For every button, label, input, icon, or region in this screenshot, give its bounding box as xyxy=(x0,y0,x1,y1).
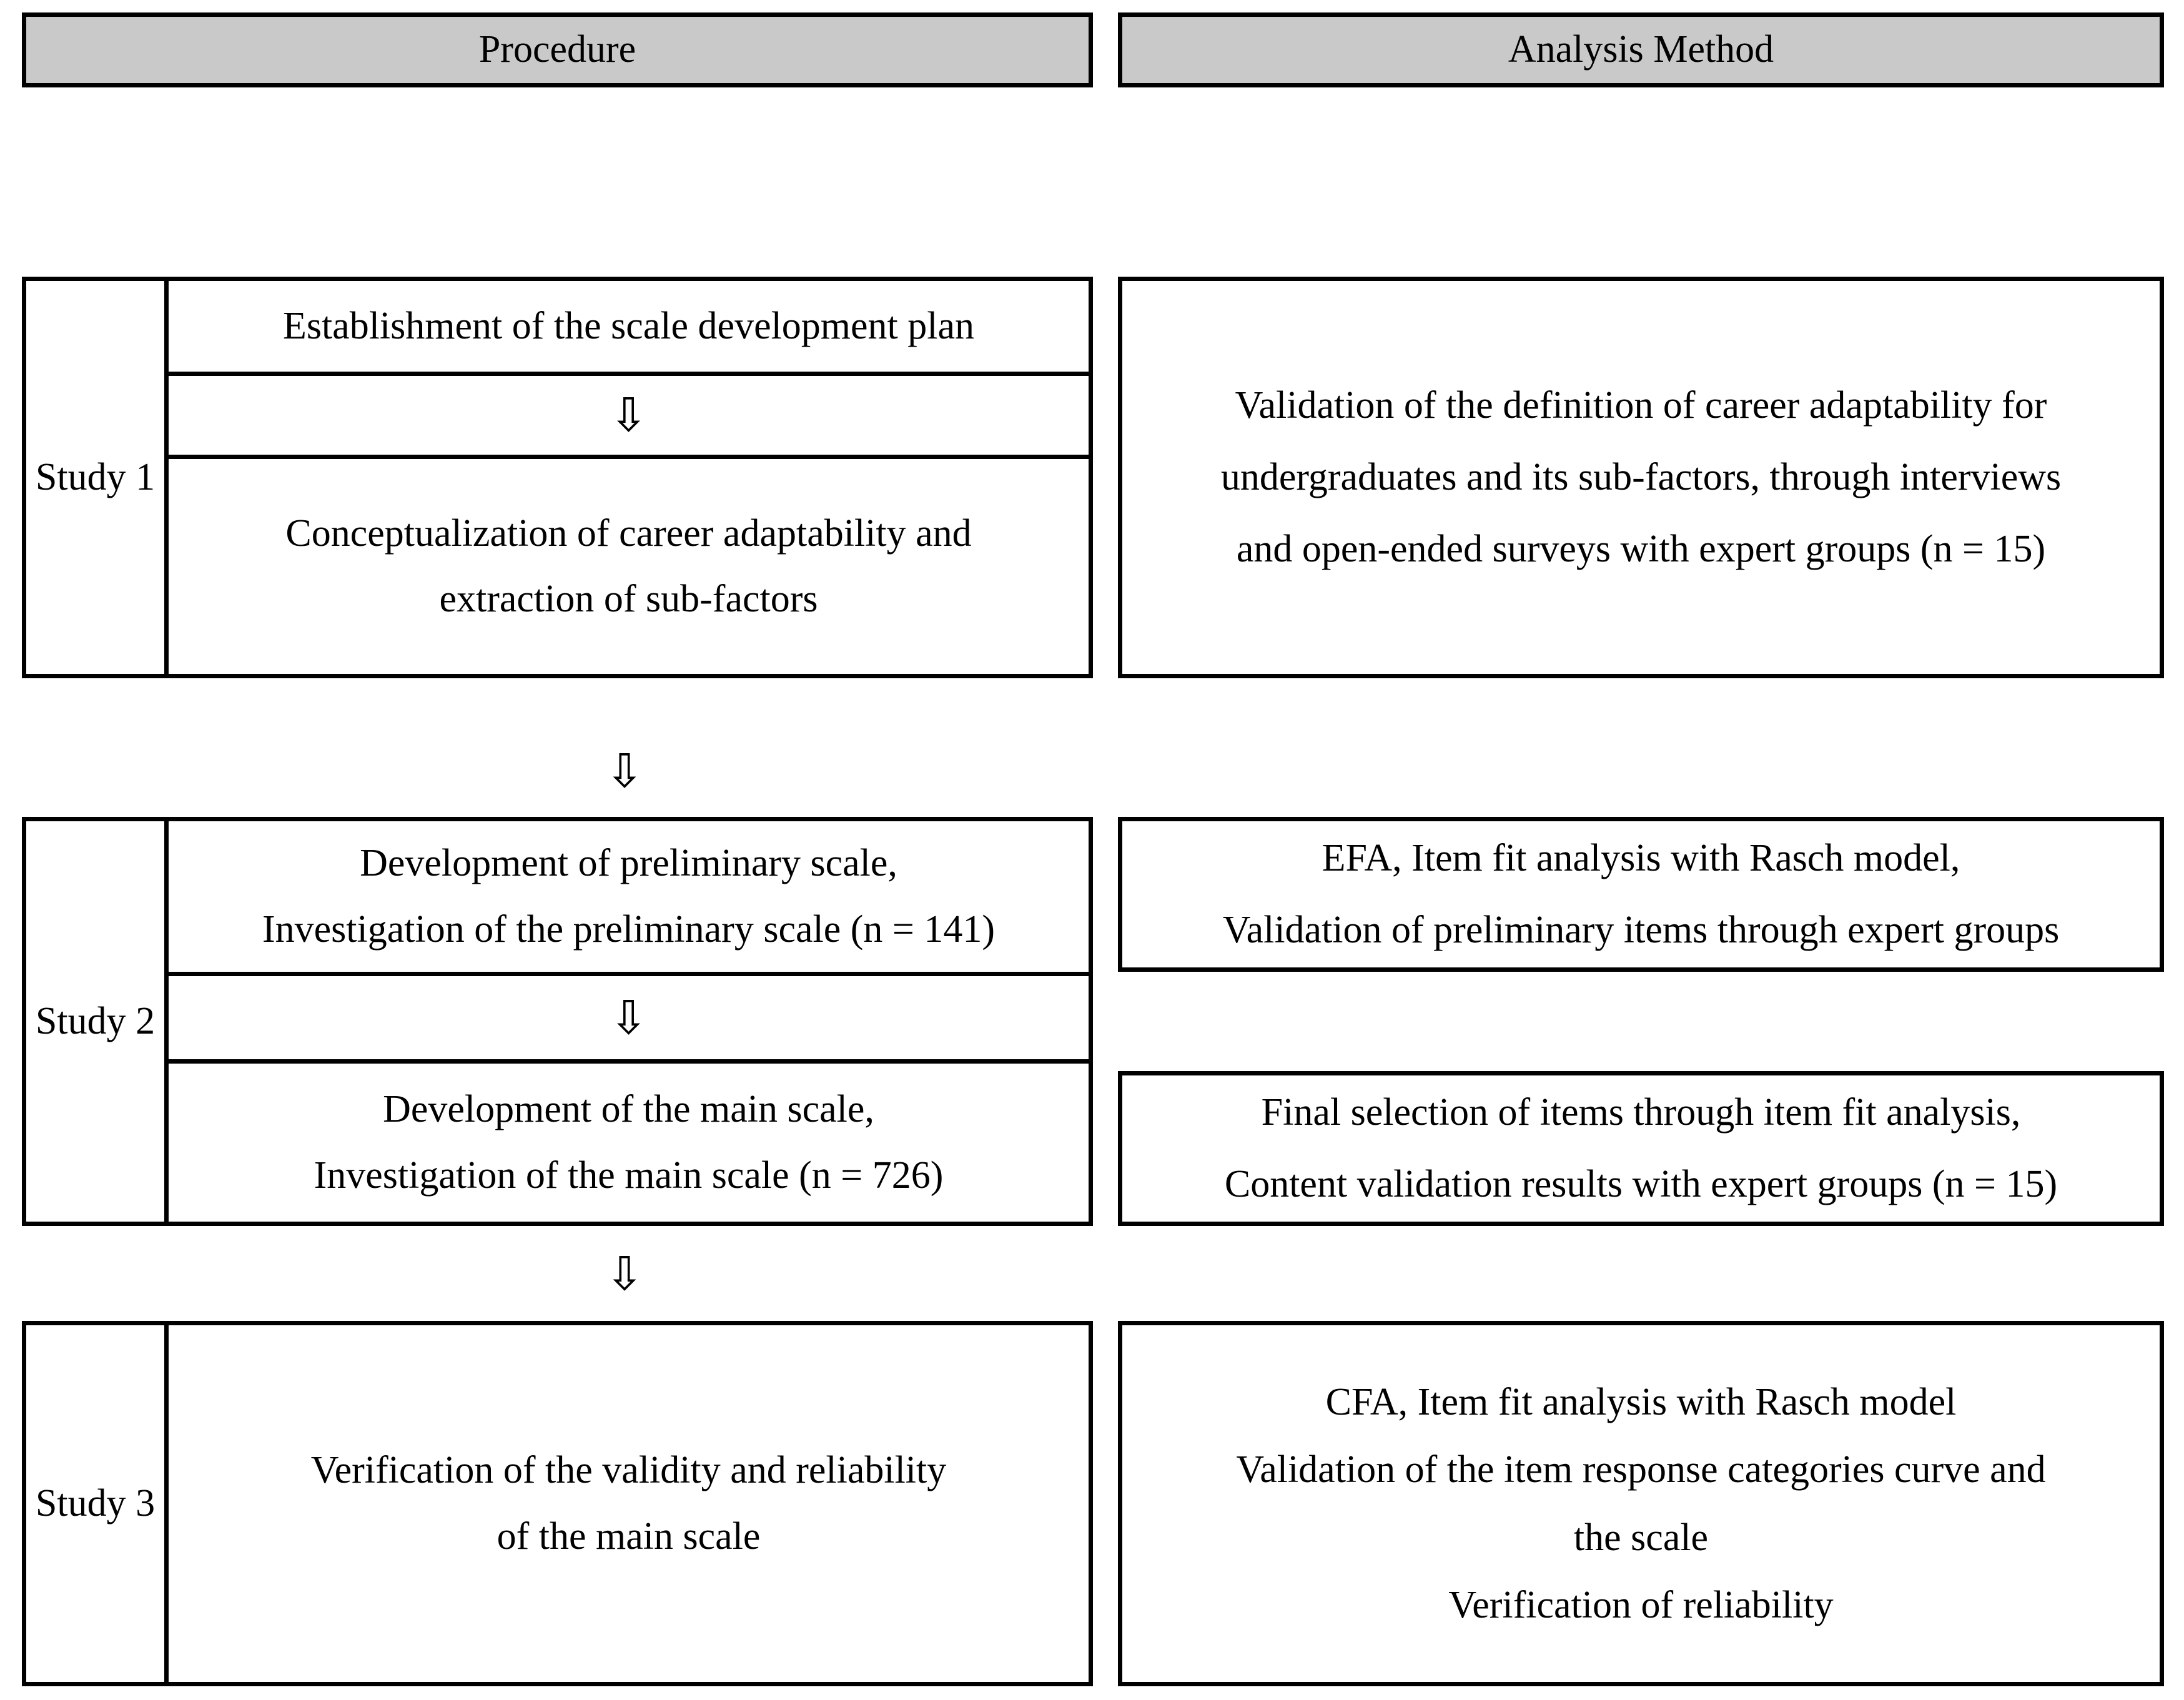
header-analysis-method-label: Analysis Method xyxy=(1508,28,1774,71)
study-1-procedure-group: Study 1 Establishment of the scale devel… xyxy=(22,277,1093,678)
study-2-analysis-1-line-2: Validation of preliminary items through … xyxy=(1222,909,2060,951)
connector-study2-to-study3: ⇩ xyxy=(581,1243,668,1305)
study-1-analysis-line-3: and open-ended surveys with expert group… xyxy=(1236,527,2046,570)
down-arrow-icon: ⇩ xyxy=(605,1247,644,1301)
study-3-label: Study 3 xyxy=(35,1482,156,1525)
header-procedure: Procedure xyxy=(22,12,1093,87)
study-2-label-cell: Study 2 xyxy=(26,821,169,1222)
header-procedure-label: Procedure xyxy=(478,28,636,71)
study-1-analysis-line-1: Validation of the definition of career a… xyxy=(1235,384,2047,427)
study-3-step-1: Verification of the validity and reliabi… xyxy=(169,1325,1089,1682)
study-1-label: Study 1 xyxy=(35,456,156,498)
study-3-analysis-box: CFA, Item fit analysis with Rasch model … xyxy=(1118,1321,2164,1686)
study-2-step-1: Development of preliminary scale, Invest… xyxy=(169,821,1089,976)
study-3-analysis-line-1: CFA, Item fit analysis with Rasch model xyxy=(1325,1380,1957,1423)
study-2-analysis-1-line-1: EFA, Item fit analysis with Rasch model, xyxy=(1322,837,1960,880)
study-2-step-1-line-2: Investigation of the preliminary scale (… xyxy=(262,907,995,951)
study-3-analysis-line-3: the scale xyxy=(1573,1516,1709,1559)
header-analysis-method: Analysis Method xyxy=(1118,12,2164,87)
study-1-step-2-line-1: Conceptualization of career adaptability… xyxy=(285,511,972,555)
study-2-analysis-box-1: EFA, Item fit analysis with Rasch model,… xyxy=(1118,817,2164,972)
study-1-step-2-line-2: extraction of sub-factors xyxy=(439,578,818,620)
study-2-procedure-group: Study 2 Development of preliminary scale… xyxy=(22,817,1093,1226)
down-arrow-icon: ⇩ xyxy=(609,991,648,1045)
study-1-internal-arrow-row: ⇩ xyxy=(169,376,1089,459)
study-2-step-2-line-1: Development of the main scale, xyxy=(383,1088,874,1131)
study-1-step-2: Conceptualization of career adaptability… xyxy=(169,459,1089,674)
study-3-procedure-group: Study 3 Verification of the validity and… xyxy=(22,1321,1093,1686)
study-2-step-2: Development of the main scale, Investiga… xyxy=(169,1064,1089,1222)
study-3-steps-cell: Verification of the validity and reliabi… xyxy=(169,1325,1089,1682)
study-1-steps-cell: Establishment of the scale development p… xyxy=(169,281,1089,674)
study-2-analysis-2-line-1: Final selection of items through item fi… xyxy=(1261,1091,2021,1134)
study-3-analysis-line-2: Validation of the item response categori… xyxy=(1236,1448,2046,1491)
study-1-analysis-box: Validation of the definition of career a… xyxy=(1118,277,2164,678)
study-1-step-1-line-1: Establishment of the scale development p… xyxy=(282,304,975,347)
study-2-steps-cell: Development of preliminary scale, Invest… xyxy=(169,821,1089,1222)
study-2-label: Study 2 xyxy=(35,1000,156,1042)
down-arrow-icon: ⇩ xyxy=(609,388,648,442)
study-1-analysis-line-2: undergraduates and its sub-factors, thro… xyxy=(1220,456,2062,499)
study-2-step-1-line-1: Development of preliminary scale, xyxy=(360,842,897,885)
study-3-analysis-line-4: Verification of reliability xyxy=(1448,1584,1834,1626)
study-2-analysis-2-line-2: Content validation results with expert g… xyxy=(1224,1163,2058,1205)
study-2-step-2-line-2: Investigation of the main scale (n = 726… xyxy=(314,1154,944,1197)
study-3-label-cell: Study 3 xyxy=(26,1325,169,1682)
study-1-step-1: Establishment of the scale development p… xyxy=(169,281,1089,376)
study-3-step-1-line-2: of the main scale xyxy=(497,1515,761,1558)
study-2-analysis-box-2: Final selection of items through item fi… xyxy=(1118,1071,2164,1226)
down-arrow-icon: ⇩ xyxy=(605,744,644,798)
study-1-label-cell: Study 1 xyxy=(26,281,169,674)
study-3-step-1-line-1: Verification of the validity and reliabi… xyxy=(310,1449,947,1492)
connector-study1-to-study2: ⇩ xyxy=(581,740,668,803)
study-2-internal-arrow-row: ⇩ xyxy=(169,976,1089,1064)
